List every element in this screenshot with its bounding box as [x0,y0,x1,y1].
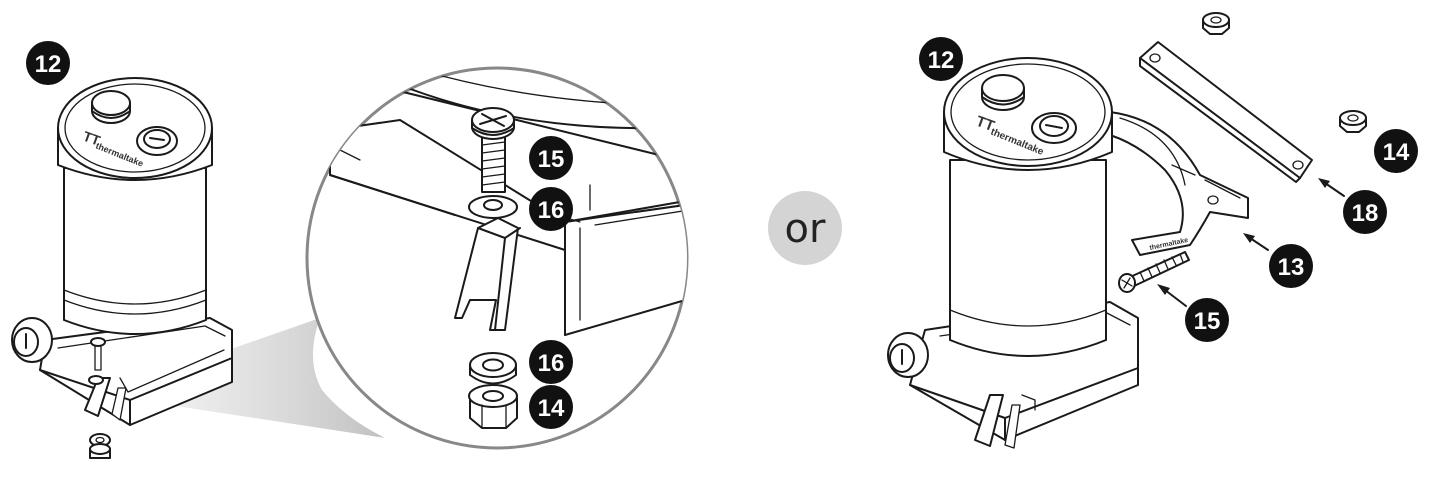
washer-16-bottom [469,352,517,385]
arrow-18 [1318,178,1345,197]
washer-16-top [468,195,518,219]
callout-12-right: 12 [919,37,963,81]
callout-13-right: 13 [1269,244,1313,288]
svg-text:16: 16 [538,197,565,224]
callout-14-zoom: 14 [529,385,573,429]
mounting-bar-18 [1139,41,1313,183]
svg-text:15: 15 [1194,308,1221,335]
nut-14 [468,384,518,429]
svg-text:16: 16 [538,350,565,377]
callout-15-zoom: 15 [529,136,573,180]
svg-text:15: 15 [538,146,565,173]
callout-18-right: 18 [1343,190,1387,234]
callout-16-zoom-top: 16 [529,187,573,231]
arrow-13 [1243,233,1269,251]
screw-15-right [1118,251,1190,293]
nut-14-right [1339,110,1367,133]
callout-16-zoom-bottom: 16 [529,340,573,384]
or-separator: or [768,191,842,265]
svg-text:12: 12 [35,51,62,78]
callout-15-right: 15 [1185,298,1229,342]
svg-text:or: or [785,206,826,252]
left-reservoir-figure: TT thermaltake 12 [11,41,385,459]
zoom-detail-circle: 15 16 16 14 [305,66,689,450]
svg-text:14: 14 [538,395,565,422]
callout-14-right: 14 [1374,129,1418,173]
zoom-projection [128,318,385,438]
clamp-13: thermaltake [1109,111,1249,256]
right-reservoir-figure: thermaltake TT [887,12,1418,449]
svg-text:TT: TT [974,113,997,135]
arrow-15 [1157,284,1187,307]
pump-base [11,317,233,459]
screw-15 [471,107,515,193]
nut-top-right [1202,12,1230,35]
reservoir-cylinder-right: TT thermaltake [943,57,1113,357]
svg-text:14: 14 [1383,139,1410,166]
reservoir-cylinder: TT thermaltake [57,77,213,335]
svg-text:13: 13 [1278,254,1305,281]
callout-12-left: 12 [26,41,70,85]
svg-text:12: 12 [928,47,955,74]
svg-text:TT: TT [81,128,103,149]
svg-text:18: 18 [1352,200,1379,227]
